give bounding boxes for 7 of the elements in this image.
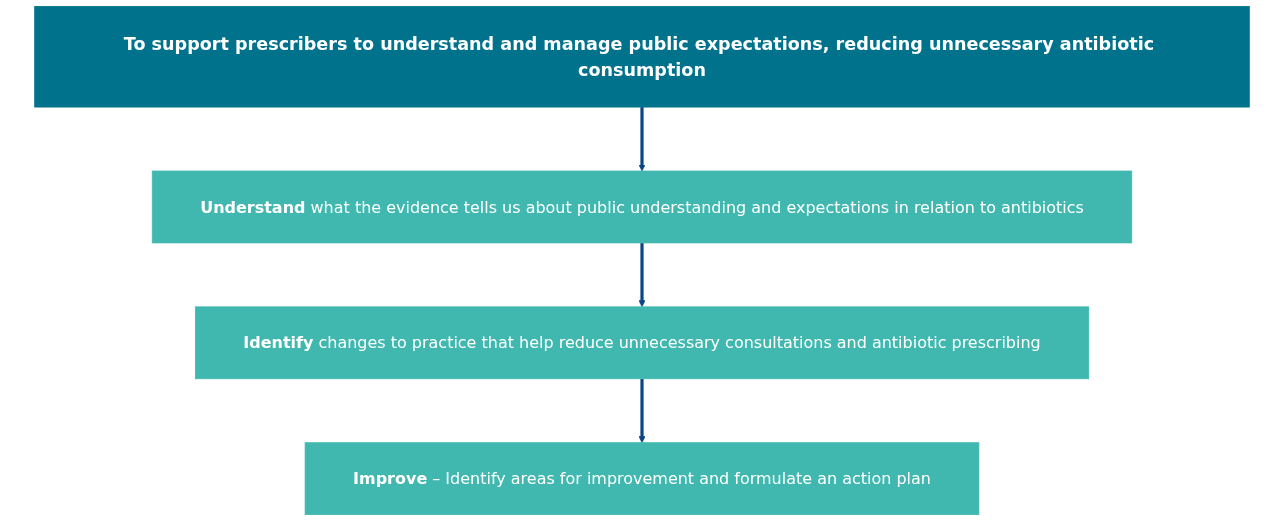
arrow <box>638 107 646 172</box>
arrow <box>638 378 646 443</box>
arrow <box>638 242 646 308</box>
node-box: Understand what the evidence tells us about public understanding and expectations in relation to antibiotics <box>151 170 1133 244</box>
node-box: Improve – Identify areas for improvement and formulate an action plan <box>304 442 980 515</box>
node-box: Identify changes to practice that help reduce unnecessary consultations and antibiotic prescribing <box>194 306 1090 380</box>
node-box: To support prescribers to understand and manage public expectations, reducing unnecessary antibiotic consumption <box>34 6 1250 108</box>
